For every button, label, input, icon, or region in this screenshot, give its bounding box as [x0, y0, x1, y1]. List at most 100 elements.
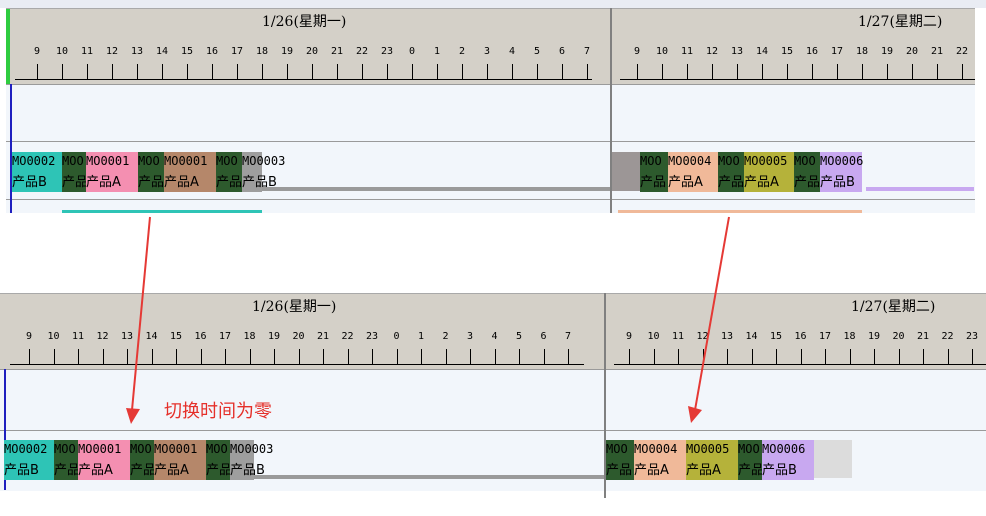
order-code: MO0002 [12, 154, 56, 168]
hour-tick [751, 349, 753, 364]
hour-tick [298, 349, 300, 364]
hour-tick [470, 349, 471, 364]
product-name: 产品 [138, 175, 165, 190]
day-title-0127: 1/27(星期二) [858, 14, 943, 30]
current-time-line [10, 84, 12, 213]
hour-tick-label: 21 [916, 331, 930, 342]
hour-tick [462, 64, 463, 79]
order-code: MO0004 [668, 154, 712, 168]
hour-tick [687, 64, 688, 79]
hour-tick [800, 349, 802, 364]
hour-tick-label: 14 [745, 331, 758, 342]
order-code: MO0004 [634, 442, 678, 456]
order-code: MO0001 [164, 154, 208, 168]
hour-tick [127, 349, 128, 364]
hour-tick-label: 0 [393, 331, 400, 342]
hour-tick-label: 16 [205, 46, 219, 57]
hour-tick [543, 349, 545, 364]
hour-tick-label: 17 [218, 331, 232, 342]
hour-tick-label: 19 [880, 46, 894, 57]
hour-tick [176, 349, 177, 364]
hour-tick [87, 64, 88, 79]
order-code: MOO [718, 154, 740, 168]
hour-tick [537, 64, 538, 79]
hour-tick [712, 64, 713, 79]
scroll-indicator [2, 9, 10, 84]
day-title-0126: 1/26(星期一) [252, 299, 337, 315]
hour-tick-label: 10 [55, 46, 69, 57]
hour-tick-label: 1 [433, 46, 441, 57]
next-lane-bar [62, 210, 262, 213]
hour-tick-label: 20 [892, 331, 905, 342]
product-name: 产品B [4, 463, 39, 478]
hour-tick-label: 15 [180, 46, 194, 57]
changeover-block[interactable]: MOO 产品 [738, 440, 765, 480]
hour-tick-label: 21 [316, 331, 330, 342]
hour-tick-label: 9 [625, 331, 633, 342]
hour-tick [776, 349, 777, 364]
hour-tick [29, 349, 30, 364]
hour-tick-label: 23 [965, 331, 979, 342]
hour-tick-label: 15 [169, 331, 183, 342]
progress-bar [254, 475, 604, 479]
lane-empty [0, 369, 986, 430]
hour-tick [862, 64, 863, 79]
hour-tick-label: 3 [466, 331, 474, 342]
hour-tick-label: 18 [855, 46, 869, 57]
product-name: 产品B [230, 463, 265, 478]
work-order-block[interactable]: MO0001 产品A [78, 440, 130, 480]
hour-tick-label: 20 [905, 46, 919, 57]
hour-tick [287, 64, 288, 79]
hour-tick [874, 349, 875, 364]
hour-tick [837, 64, 838, 79]
hour-tick-label: 6 [540, 331, 547, 342]
gap-block[interactable] [612, 152, 640, 191]
hour-tick-label: 7 [583, 46, 591, 57]
hour-tick-label: 18 [843, 331, 856, 342]
top-strip [0, 0, 986, 8]
day-separator-overlay [610, 8, 612, 213]
product-name: 产品B [242, 175, 277, 190]
product-name: 产品B [820, 175, 855, 190]
product-name: 产品 [54, 463, 81, 478]
hour-tick [162, 64, 163, 79]
hour-tick-label: 9 [33, 46, 41, 57]
hour-tick-label: 15 [780, 46, 794, 57]
hour-tick [437, 64, 438, 79]
product-name: 产品A [86, 175, 121, 190]
product-name: 产品A [78, 463, 113, 478]
empty-block[interactable] [814, 440, 852, 478]
hour-tick-label: 1 [417, 331, 425, 342]
order-code: MOO [206, 442, 228, 456]
day-title-0126: 1/26(星期一) [262, 14, 347, 30]
product-name: 产品 [738, 463, 765, 478]
hour-tick-label: 5 [515, 331, 523, 342]
order-code: MOO [794, 154, 816, 168]
order-code: MOO [738, 442, 760, 456]
order-code: MO0001 [78, 442, 122, 456]
